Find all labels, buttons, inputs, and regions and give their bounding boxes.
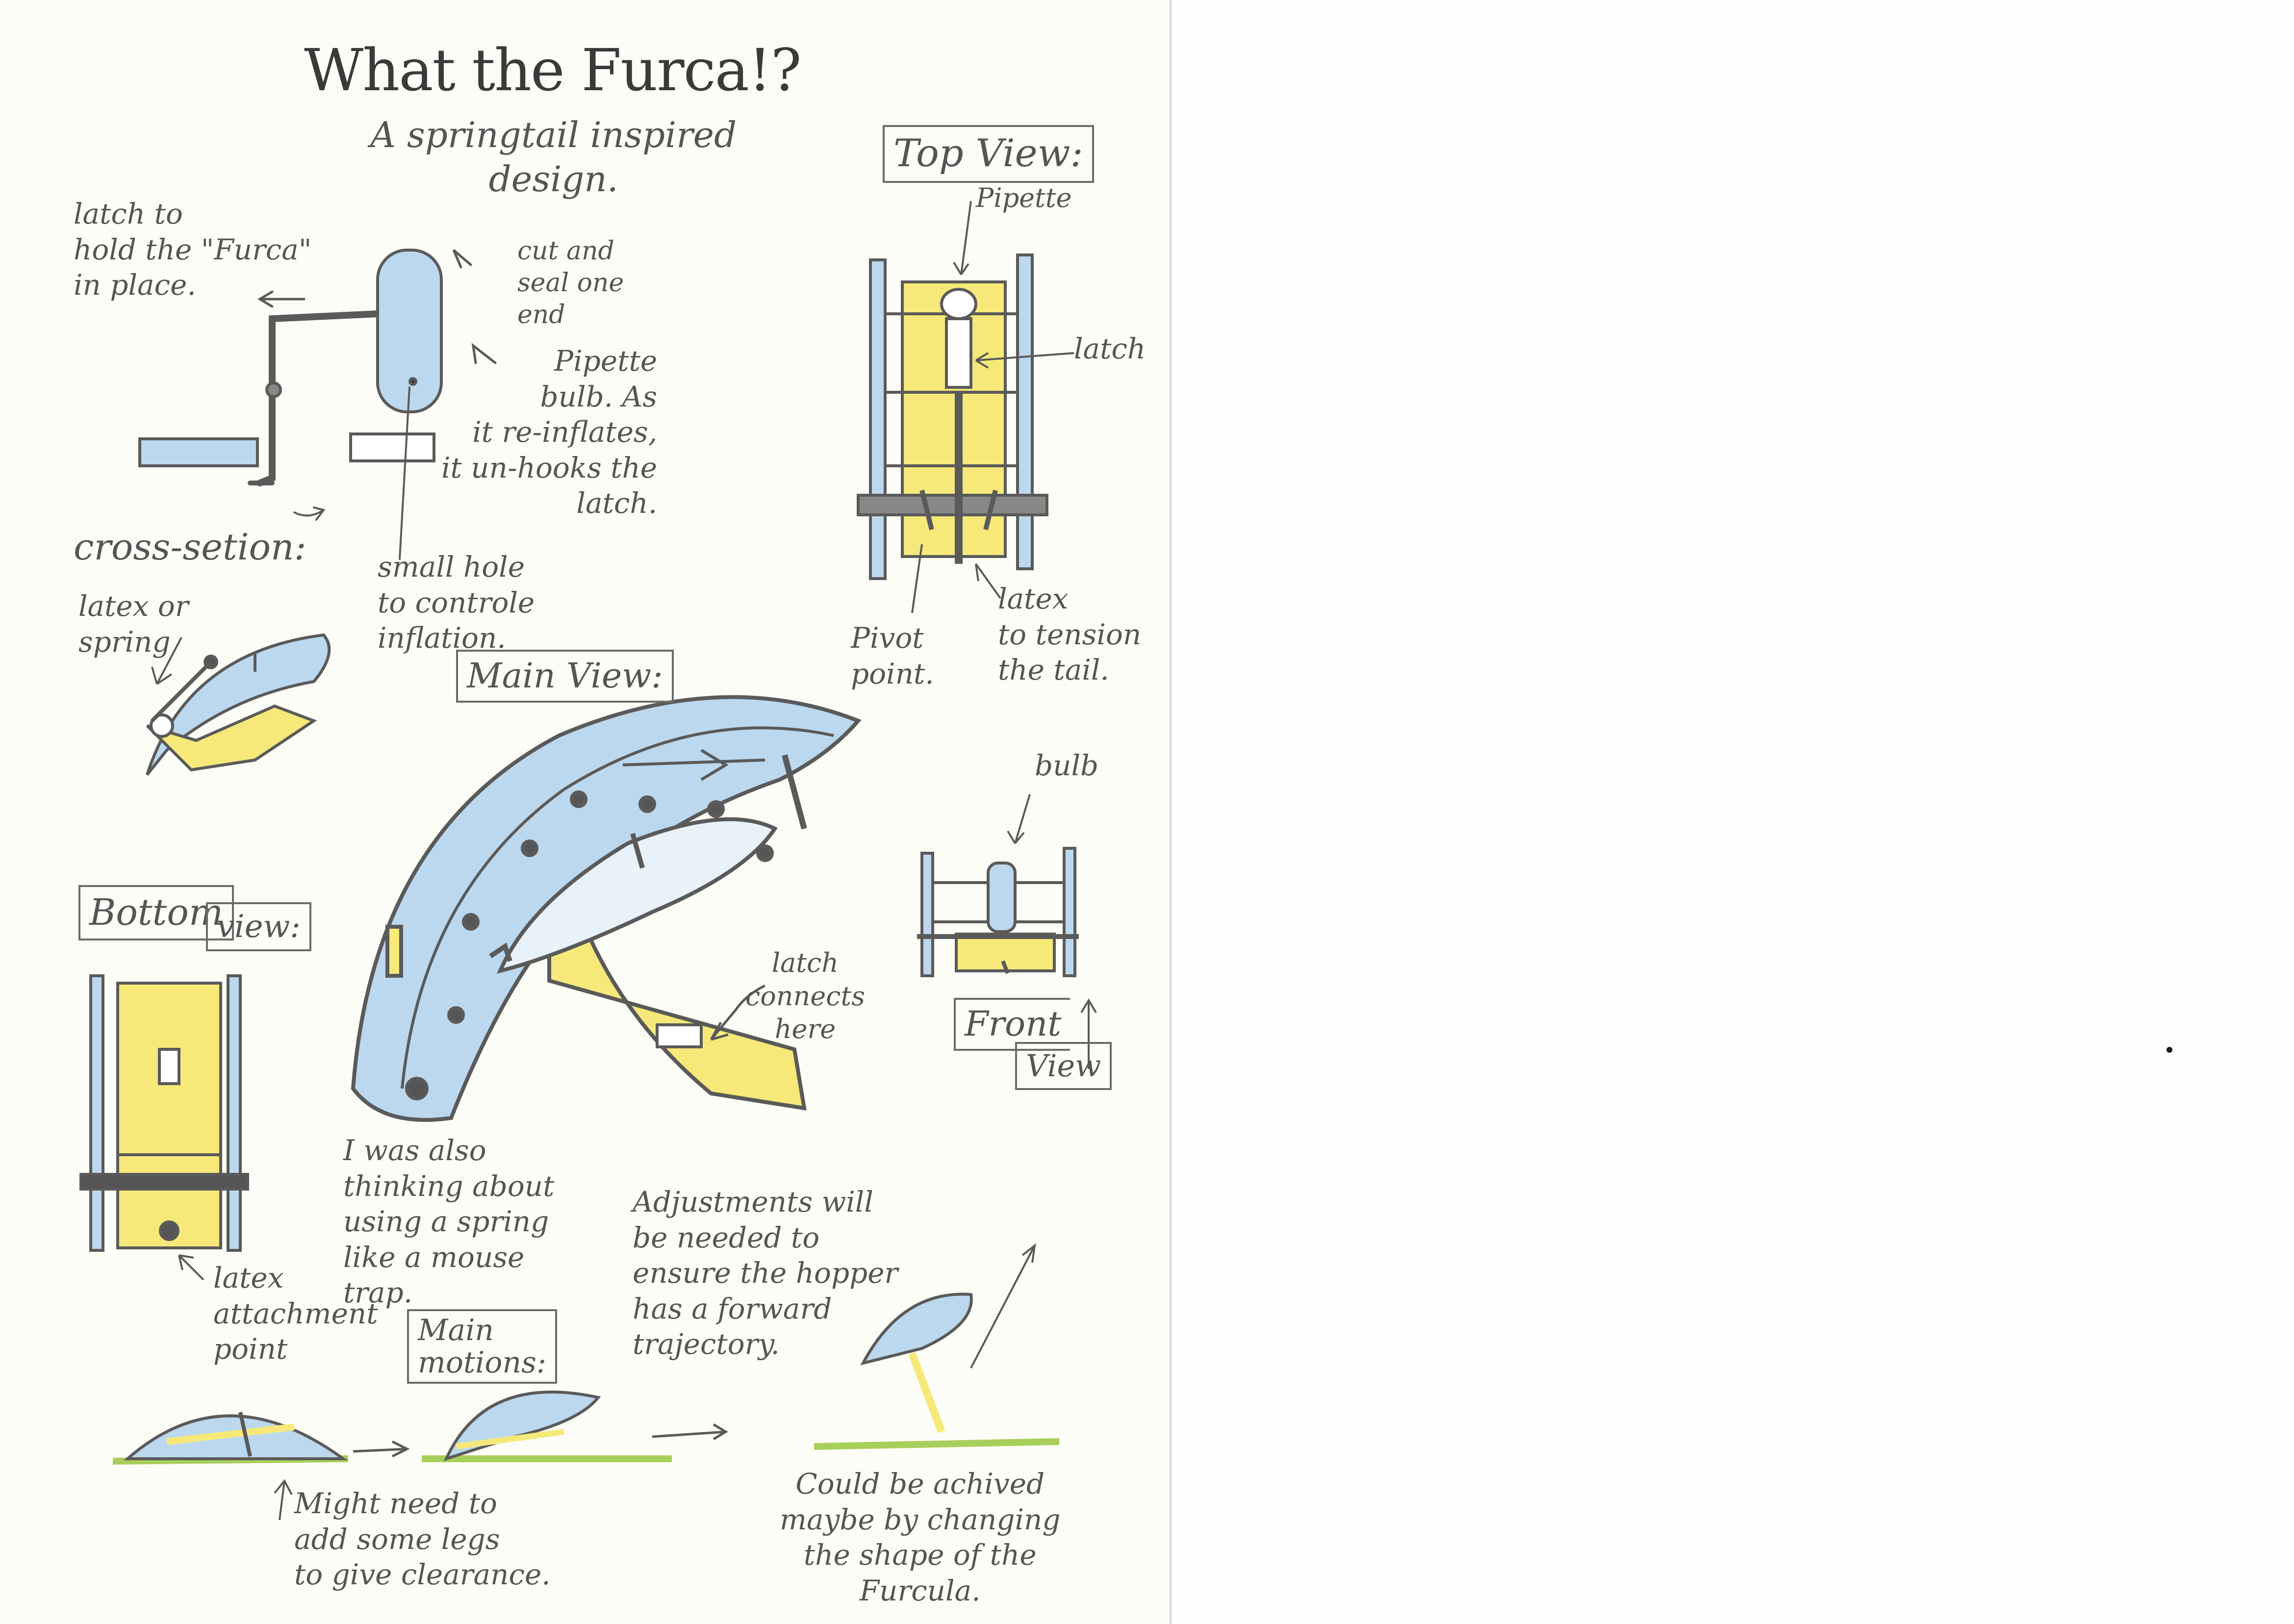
label-main-motions: Main motions: [407, 1309, 557, 1384]
latch-slot [657, 1025, 701, 1047]
label-main-view: Main View: [456, 650, 674, 703]
label-cross-section: cross-setion: [74, 525, 306, 570]
bottom-view-sketch [81, 976, 248, 1280]
page-subtitle: A springtail inspired design. [370, 113, 737, 201]
label-pivot-point: Pivot point. [851, 620, 934, 691]
label-bulb: bulb [1035, 748, 1098, 784]
ground-block-left [140, 439, 257, 466]
label-top-view: Top View: [883, 125, 1094, 183]
sketchbook-right-page [1172, 0, 2294, 1624]
label-pipette: Pipette [976, 181, 1072, 215]
label-latch-hold: latch to hold the "Furca" in place. [74, 196, 312, 303]
label-latex-spring: latex or spring [78, 588, 189, 660]
latch-pivot [267, 383, 280, 397]
page-title: What the Furca!? [304, 34, 801, 107]
label-latch: latch [1074, 331, 1146, 367]
label-cut-seal: cut and seal one end [517, 235, 624, 331]
label-legs-note: Might need to add some legs to give clea… [294, 1486, 551, 1593]
label-front-view-2: View [1015, 1042, 1112, 1090]
label-small-hole: small hole to controle inflation. [378, 549, 535, 656]
label-latex-tension: latex to tension the tail. [998, 581, 1141, 688]
label-pipette-bulb: Pipette bulb. As it re-inflates, it un-h… [441, 343, 657, 521]
label-spring-note: I was also thinking about using a spring… [343, 1133, 554, 1311]
label-latch-connects: latch connects here [745, 946, 865, 1046]
scan-dot [2167, 1047, 2172, 1053]
label-furcula-note: Could be achived maybe by changing the s… [780, 1466, 1061, 1608]
top-view-sketch [858, 201, 1074, 613]
label-adjustments: Adjustments will be needed to ensure the… [633, 1184, 898, 1362]
main-view-sketch [353, 697, 858, 1120]
ground-block-right [351, 434, 434, 461]
label-bottom-view-2: view: [206, 902, 311, 951]
